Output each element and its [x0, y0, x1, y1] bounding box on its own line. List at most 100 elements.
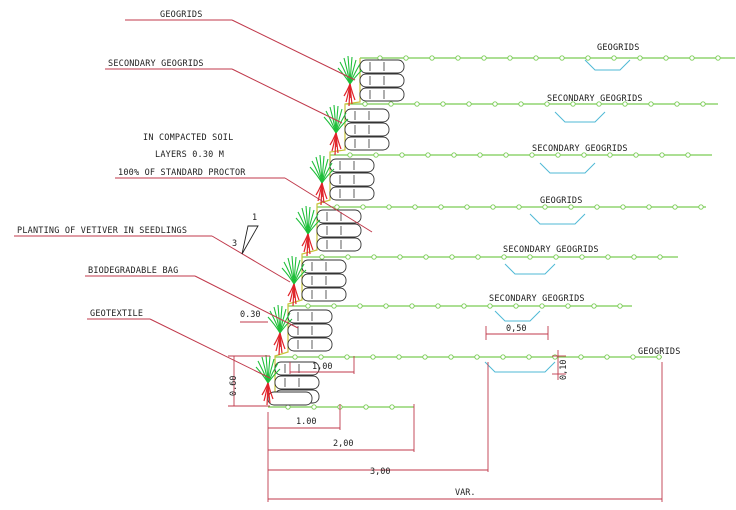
bag — [359, 59, 405, 74]
dim-var: VAR. — [455, 488, 475, 498]
geogrid-node — [663, 55, 669, 61]
geogrid-node — [594, 204, 600, 210]
geogrid-node — [383, 303, 389, 309]
geogrid-node — [685, 152, 691, 158]
slope-triangle — [241, 225, 259, 255]
geogrid-node — [481, 55, 487, 61]
geogrid-node — [518, 101, 524, 107]
bag — [287, 323, 333, 338]
leader-bag — [194, 275, 299, 329]
bag — [344, 108, 390, 123]
geogrid-node — [555, 152, 561, 158]
geogrid-node — [700, 101, 706, 107]
geogrid-node — [455, 55, 461, 61]
geogrid-node — [579, 254, 585, 260]
geogrid-node — [533, 55, 539, 61]
geogrid-node — [363, 404, 369, 410]
vetiver-blade — [321, 168, 335, 184]
geogrid-node — [386, 204, 392, 210]
geogrid-node — [466, 101, 472, 107]
leader-geogrids-top — [231, 19, 356, 81]
geogrid-node — [672, 204, 678, 210]
geogrid-node — [331, 303, 337, 309]
geogrid-node — [435, 303, 441, 309]
geogrid-node — [544, 101, 550, 107]
vetiver-blade — [267, 368, 281, 384]
bag — [329, 172, 375, 187]
bag — [301, 259, 347, 274]
geogrid-node — [388, 101, 394, 107]
layer-label-1: GEOGRIDS — [597, 43, 640, 53]
bag — [344, 136, 390, 151]
vetiver-blade — [335, 118, 349, 134]
geogrid-node — [500, 354, 506, 360]
geogrid-node — [617, 303, 623, 309]
geogrid-node — [474, 354, 480, 360]
bag-stack-4 — [316, 209, 362, 252]
geogrid-node — [689, 55, 695, 61]
dimension-lines: 0.30 0.60 1,00 1.00 2,00 3,00 VAR. — [228, 310, 663, 502]
dim-0-60: 0.60 — [229, 376, 239, 396]
vetiver-blade — [281, 267, 295, 285]
geogrid-node — [553, 254, 559, 260]
trough-1 — [584, 59, 631, 71]
label-compacted-soil-2: LAYERS 0.30 M — [155, 150, 224, 160]
geogrid-node — [648, 101, 654, 107]
geogrid-node — [396, 354, 402, 360]
geogrid-node — [633, 152, 639, 158]
dim-2-00: 2,00 — [333, 439, 353, 449]
vetiver-blade — [349, 69, 363, 85]
geogrid-node — [513, 303, 519, 309]
geogrid-node — [637, 55, 643, 61]
layer-label-3: SECONDARY GEOGRIDS — [532, 144, 628, 154]
geogrid-node — [646, 204, 652, 210]
vetiver-plant-4 — [295, 205, 321, 257]
geogrid-node — [503, 152, 509, 158]
geogrid-node — [429, 55, 435, 61]
bag — [359, 73, 405, 88]
bag — [287, 337, 333, 352]
label-compacted-soil-3: 100% OF STANDARD PROCTOR — [118, 168, 246, 178]
geogrid-node — [539, 303, 545, 309]
layer-label-6: SECONDARY GEOGRIDS — [489, 294, 585, 304]
geogrid-node — [501, 254, 507, 260]
vetiver-blade — [267, 316, 281, 334]
geogrid-node — [292, 354, 298, 360]
geogrid-node — [487, 303, 493, 309]
geogrid-node — [492, 101, 498, 107]
geogrid-node — [542, 204, 548, 210]
geogrid-node — [305, 303, 311, 309]
geogrid-node — [568, 204, 574, 210]
geogrid-node — [440, 101, 446, 107]
geogrid-node — [490, 204, 496, 210]
leader-compacted — [284, 177, 373, 233]
bag — [329, 158, 375, 173]
geogrid-node — [412, 204, 418, 210]
geogrid-node — [318, 354, 324, 360]
geogrid-node — [631, 254, 637, 260]
slope-label-side: 3 — [232, 239, 237, 249]
geogrid-node — [475, 254, 481, 260]
biodegradable-bags — [267, 59, 405, 406]
geogrid-node — [389, 404, 395, 410]
vetiver-blade — [337, 67, 351, 85]
vetiver-blade — [295, 217, 309, 235]
vetiver-plant-5 — [281, 255, 307, 307]
vetiver-blade — [293, 269, 307, 285]
bag — [344, 122, 390, 137]
geogrid-node — [605, 254, 611, 260]
geogrid-node — [559, 55, 565, 61]
leader-planting — [211, 235, 291, 283]
geogrid-node — [377, 55, 383, 61]
bag-stack-6 — [287, 309, 333, 352]
geogrid-node — [674, 101, 680, 107]
dim-0-10: 0,10 — [559, 360, 569, 380]
geogrid-node — [516, 204, 522, 210]
slope-label-top: 1 — [252, 213, 257, 223]
geogrid-node — [319, 254, 325, 260]
geogrid-node — [371, 254, 377, 260]
trough-3 — [539, 162, 596, 174]
geogrid-node — [373, 152, 379, 158]
geogrid-node — [630, 354, 636, 360]
trough-4 — [529, 213, 586, 225]
